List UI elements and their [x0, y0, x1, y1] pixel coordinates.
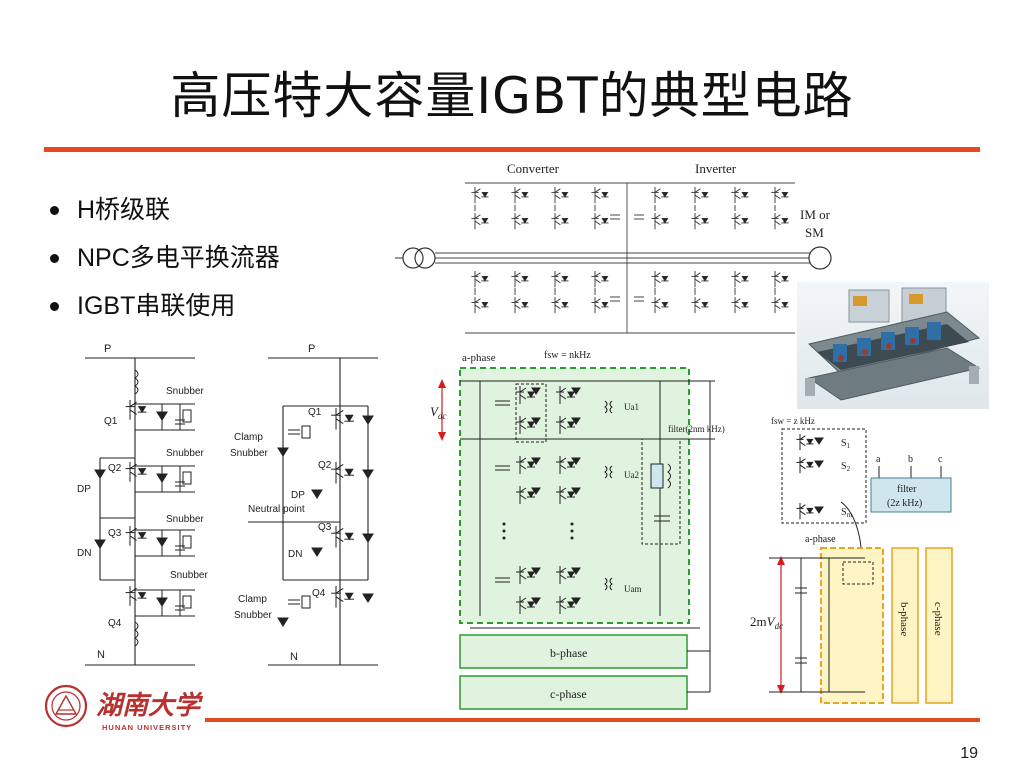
- motor-label-2: SM: [805, 225, 824, 240]
- series-fsw-label: fsw = z kHz: [771, 416, 815, 426]
- bullet-text: IGBT串联使用: [77, 292, 236, 320]
- switch-label: Q3: [108, 528, 122, 539]
- series-filter-label-2: (2z kHz): [887, 498, 922, 509]
- series-switch-diagram: fsw = z kHz S1 S2 Sm a b c filter (2z kH…: [750, 416, 953, 704]
- mmc-vdc-label: Vdc: [430, 404, 446, 421]
- university-logo: 湖南大学 HUNAN UNIVERSITY: [44, 684, 204, 732]
- npc-dp-label: DP: [291, 490, 305, 501]
- converter-inverter-diagram: Converter Inverter IM or SM: [395, 155, 835, 340]
- bullet-list: H桥级联 NPC多电平换流器 IGBT串联使用: [50, 186, 280, 330]
- mmc-b-phase-label: b-phase: [550, 646, 587, 660]
- series-b-phase-label: b-phase: [898, 602, 910, 636]
- ua2-label: Ua2: [624, 470, 639, 480]
- mmc-a-phase-label: a-phase: [462, 352, 496, 364]
- terminal-a-label: a: [876, 454, 881, 465]
- snubber-label: Snubber: [170, 570, 208, 581]
- motor-label-1: IM or: [800, 207, 831, 222]
- bullet-item: H桥级联: [50, 186, 280, 234]
- bullet-item: NPC多电平换流器: [50, 234, 280, 282]
- logo-chinese-name: 湖南大学: [96, 690, 204, 720]
- npc-n-label: N: [290, 651, 298, 663]
- uam-label: Uam: [624, 584, 642, 594]
- mmc-c-phase-label: c-phase: [550, 687, 587, 701]
- series-vdc-label: 2mVdc: [750, 614, 783, 631]
- npc-switch-label: Q1: [308, 407, 322, 418]
- bullet-text: NPC多电平换流器: [77, 244, 280, 272]
- logo-english-name: HUNAN UNIVERSITY: [102, 723, 192, 732]
- series-b-phase-box: [891, 547, 919, 704]
- series-filter-box: [870, 477, 952, 513]
- a-phase-box: [459, 367, 690, 624]
- bullet-dot-icon: [50, 253, 59, 263]
- ua1-label: Ua1: [624, 402, 639, 412]
- clamp-snubber-label: Snubber: [230, 448, 268, 459]
- series-c-phase-box: [925, 547, 953, 704]
- s2-label: S2: [841, 461, 851, 473]
- bullet-dot-icon: [50, 301, 59, 311]
- npc-switch-label: Q4: [312, 588, 326, 599]
- p-label: P: [104, 343, 111, 355]
- switch-label: Q4: [108, 618, 122, 629]
- bullet-item: IGBT串联使用: [50, 282, 280, 330]
- inverter-label: Inverter: [695, 161, 737, 176]
- mmc-fsw-label: fsw = nkHz: [544, 350, 591, 361]
- igbt-stack-photo: [797, 282, 989, 409]
- converter-label: Converter: [507, 161, 560, 176]
- s1-label: S1: [841, 438, 851, 450]
- series-igbt-snubber-diagram: P N Snubber Snubber Snubber Snubber Q1 Q…: [77, 343, 208, 666]
- slide-title: 高压特大容量IGBT的典型电路: [170, 67, 854, 125]
- clamp-label: Clamp: [234, 432, 263, 443]
- n-label: N: [97, 649, 105, 661]
- bullet-text: H桥级联: [77, 196, 171, 224]
- npc-clamp-diagram: P N Q1 Q2 Q3 Q4 Clamp Snubber Clamp Snub…: [230, 343, 378, 666]
- dn-label: DN: [77, 548, 91, 559]
- switch-label: Q2: [108, 463, 122, 474]
- title-divider: [44, 147, 980, 152]
- c-phase-box: [459, 675, 688, 710]
- series-a-phase-box: [820, 547, 884, 704]
- npc-switch-label: Q3: [318, 522, 332, 533]
- footer-divider: [205, 718, 980, 722]
- terminal-b-label: b: [908, 454, 913, 465]
- converter-cells: [471, 187, 789, 314]
- series-filter-label-1: filter: [897, 484, 917, 495]
- terminal-c-label: c: [938, 454, 943, 465]
- mmc-filter-label: filter(2nm kHz): [668, 424, 725, 434]
- npc-dn-label: DN: [288, 549, 302, 560]
- clamp-label: Clamp: [238, 594, 267, 605]
- npc-switch-label: Q2: [318, 460, 332, 471]
- page-number: 19: [960, 745, 978, 762]
- clamp-snubber-label: Snubber: [234, 610, 272, 621]
- series-c-phase-label: c-phase: [932, 602, 944, 636]
- dp-label: DP: [77, 484, 91, 495]
- switch-label: Q1: [104, 416, 118, 427]
- mmc-diagram: a-phase fsw = nkHz Vdc Ua1 Ua2 Uam filte…: [430, 350, 725, 710]
- neutral-point-label: Neutral point: [248, 504, 305, 515]
- bullet-dot-icon: [50, 205, 59, 215]
- sm-label: Sm: [841, 507, 853, 519]
- series-a-phase-label: a-phase: [805, 534, 836, 545]
- snubber-label: Snubber: [166, 514, 204, 525]
- snubber-label: Snubber: [166, 386, 204, 397]
- snubber-label: Snubber: [166, 448, 204, 459]
- motor-icon: [808, 246, 832, 270]
- npc-p-label: P: [308, 343, 315, 355]
